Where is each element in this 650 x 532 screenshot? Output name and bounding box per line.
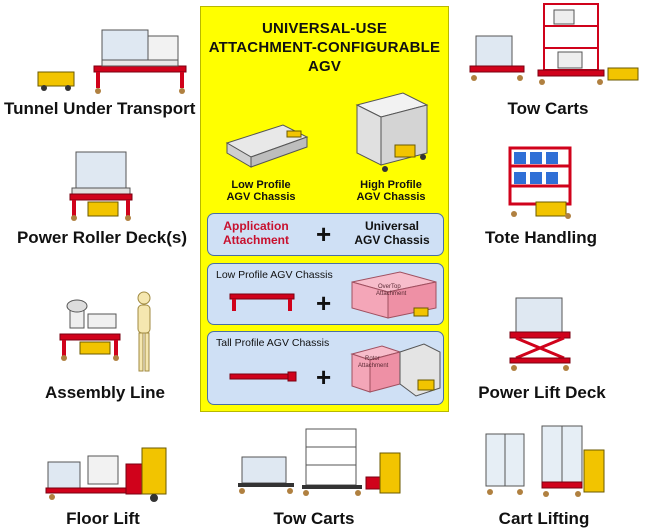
power-roller-deck-illustration [69, 151, 133, 221]
low-profile-chassis-image [225, 124, 309, 168]
low-profile-box-title: Low Profile AGV Chassis [216, 269, 333, 281]
eq-plus: + [316, 219, 332, 249]
label-tow-carts-top: Tow Carts [507, 99, 589, 118]
tow-carts-top-illustration [469, 3, 639, 85]
equation-box: Application Attachment + Universal AGV C… [207, 213, 444, 256]
power-lift-deck-illustration [509, 297, 571, 371]
eq-application-line1: Application [223, 219, 289, 233]
high-profile-caption-line2: AGV Chassis [356, 191, 426, 203]
universal-agv-panel: UNIVERSAL-USE ATTACHMENT-CONFIGURABLE AG… [200, 6, 449, 412]
floor-lift-illustration [45, 447, 167, 502]
label-power-roller-deck: Power Roller Deck(s) [16, 228, 188, 247]
label-tote-handling: Tote Handling [484, 228, 598, 247]
label-assembly-line: Assembly Line [45, 383, 165, 402]
eq-universal-line2: AGV Chassis [354, 233, 430, 247]
tow-carts-bottom-illustration [238, 428, 401, 496]
rotor-attachment-text-line1: Rotor [365, 356, 380, 362]
tall-profile-combo-box: Tall Profile AGV Chassis + Rotor Attachm… [207, 331, 444, 405]
cart-lifting-illustration [485, 425, 605, 497]
label-floor-lift: Floor Lift [66, 509, 140, 528]
panel-title-line2: ATTACHMENT-CONFIGURABLE [208, 39, 441, 56]
tunnel-under-transport-illustration [37, 29, 187, 94]
overtop-attachment-text-line1: OverTop [378, 284, 401, 290]
rotor-attachment-text-line2: Attachment [358, 363, 389, 369]
high-profile-caption-line1: High Profile [360, 179, 422, 191]
eq-application-line2: Attachment [222, 233, 289, 247]
overtop-frame-icon [229, 293, 295, 311]
assembly-line-illustration [59, 291, 151, 372]
low-profile-plus: + [316, 288, 332, 318]
tall-profile-box-title: Tall Profile AGV Chassis [216, 337, 330, 349]
rotor-attachment-image [350, 343, 441, 397]
low-profile-caption-line2: AGV Chassis [226, 191, 296, 203]
overtop-attachment-text-line2: Attachment [376, 291, 407, 297]
overtop-attachment-image [351, 271, 437, 319]
low-profile-caption-line1: Low Profile [231, 179, 291, 191]
high-profile-chassis-image [355, 92, 429, 172]
panel-title-line1: UNIVERSAL-USE [261, 20, 388, 37]
tote-handling-illustration [508, 146, 572, 219]
label-power-lift-deck: Power Lift Deck [478, 383, 606, 402]
eq-universal-line1: Universal [364, 219, 420, 233]
rotor-bar-icon [229, 371, 297, 382]
label-cart-lifting: Cart Lifting [498, 509, 590, 528]
tall-profile-plus: + [316, 362, 332, 392]
low-profile-combo-box: Low Profile AGV Chassis + OverTop Attach… [207, 263, 444, 325]
label-tow-carts-bottom: Tow Carts [273, 509, 355, 528]
label-tunnel-under-transport: Tunnel Under Transport [4, 99, 196, 118]
panel-title-line3: AGV [307, 58, 342, 75]
